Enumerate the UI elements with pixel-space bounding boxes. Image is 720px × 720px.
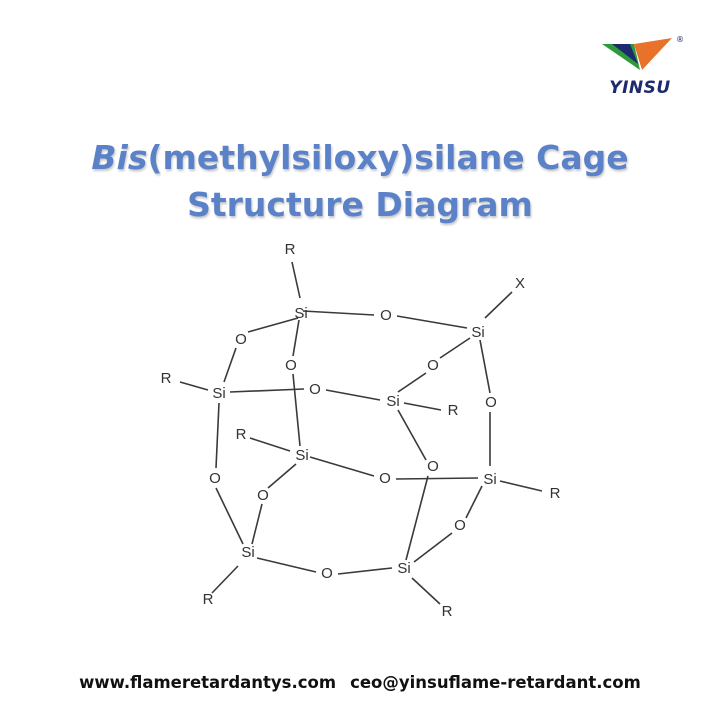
bond (465, 485, 483, 519)
bond (292, 319, 300, 357)
bond (499, 480, 543, 492)
substituent-r: R (448, 402, 459, 419)
bond (396, 315, 468, 329)
bond (479, 339, 491, 394)
atom-o: O (285, 357, 297, 374)
atom-o: O (235, 331, 247, 348)
atom-si: Si (386, 393, 399, 410)
atom-si: Si (483, 471, 496, 488)
bond (179, 381, 209, 391)
footer-contact: www.flameretardantys.com ceo@yinsuflame-r… (0, 673, 720, 692)
substituent-r: R (161, 370, 172, 387)
bond (215, 402, 220, 469)
substituent-r: R (285, 241, 296, 258)
bond (484, 291, 513, 319)
page-title-line-2: Structure Diagram (187, 185, 533, 224)
substituent-r: R (203, 591, 214, 608)
bond (309, 456, 375, 477)
bond (229, 388, 305, 393)
atom-si: Si (295, 447, 308, 464)
atom-o: O (485, 394, 497, 411)
logo-navy-chevron (612, 44, 638, 64)
page-title-line-1: Bis(methylsiloxy)silane Cage (0, 138, 720, 177)
website-link[interactable]: www.flameretardantys.com (79, 673, 337, 692)
bond (215, 487, 244, 545)
substituent-r: R (550, 485, 561, 502)
title-italic-prefix: Bis (91, 138, 148, 177)
bond (211, 565, 239, 594)
bond (403, 402, 442, 411)
atom-o: O (209, 470, 221, 487)
bond (302, 310, 375, 316)
atom-o: O (454, 517, 466, 534)
bond (411, 577, 441, 605)
atom-labels: Si Si Si Si Si Si Si Si O O O O O O O O … (161, 241, 561, 620)
bond (251, 503, 263, 545)
atom-si: Si (212, 385, 225, 402)
bond (395, 477, 479, 480)
bond (223, 347, 237, 383)
bond-lines (179, 261, 543, 605)
bond (337, 567, 393, 575)
bond (413, 532, 453, 563)
atom-si: Si (241, 544, 254, 561)
bond (397, 409, 427, 461)
logo-orange-chevron (634, 38, 672, 70)
atom-o: O (380, 307, 392, 324)
bond (405, 475, 429, 561)
bond (291, 261, 301, 299)
logo-registered-mark: ® (676, 35, 684, 44)
bond (256, 557, 317, 573)
logo-mark-icon: ® (602, 35, 684, 70)
logo-text: YINSU (609, 78, 671, 98)
bond (325, 389, 381, 401)
atom-o: O (309, 381, 321, 398)
bond (292, 373, 301, 447)
atom-si: Si (294, 305, 307, 322)
title-line-1-rest: (methylsiloxy)silane Cage (147, 138, 629, 177)
email-link[interactable]: ceo@yinsuflame-retardant.com (350, 673, 641, 692)
atom-o: O (379, 470, 391, 487)
atom-o: O (427, 357, 439, 374)
yinsu-logo: ® YINSU (590, 30, 690, 105)
substituent-r: R (236, 426, 247, 443)
bond (249, 437, 291, 452)
bond (439, 337, 471, 359)
substituent-x: X (515, 275, 525, 292)
bond (397, 372, 427, 393)
atom-si: Si (397, 560, 410, 577)
atom-o: O (321, 565, 333, 582)
bond (247, 317, 299, 333)
substituent-r: R (442, 603, 453, 620)
bond (267, 463, 297, 489)
atom-o: O (427, 458, 439, 475)
atom-o: O (257, 487, 269, 504)
atom-si: Si (471, 324, 484, 341)
